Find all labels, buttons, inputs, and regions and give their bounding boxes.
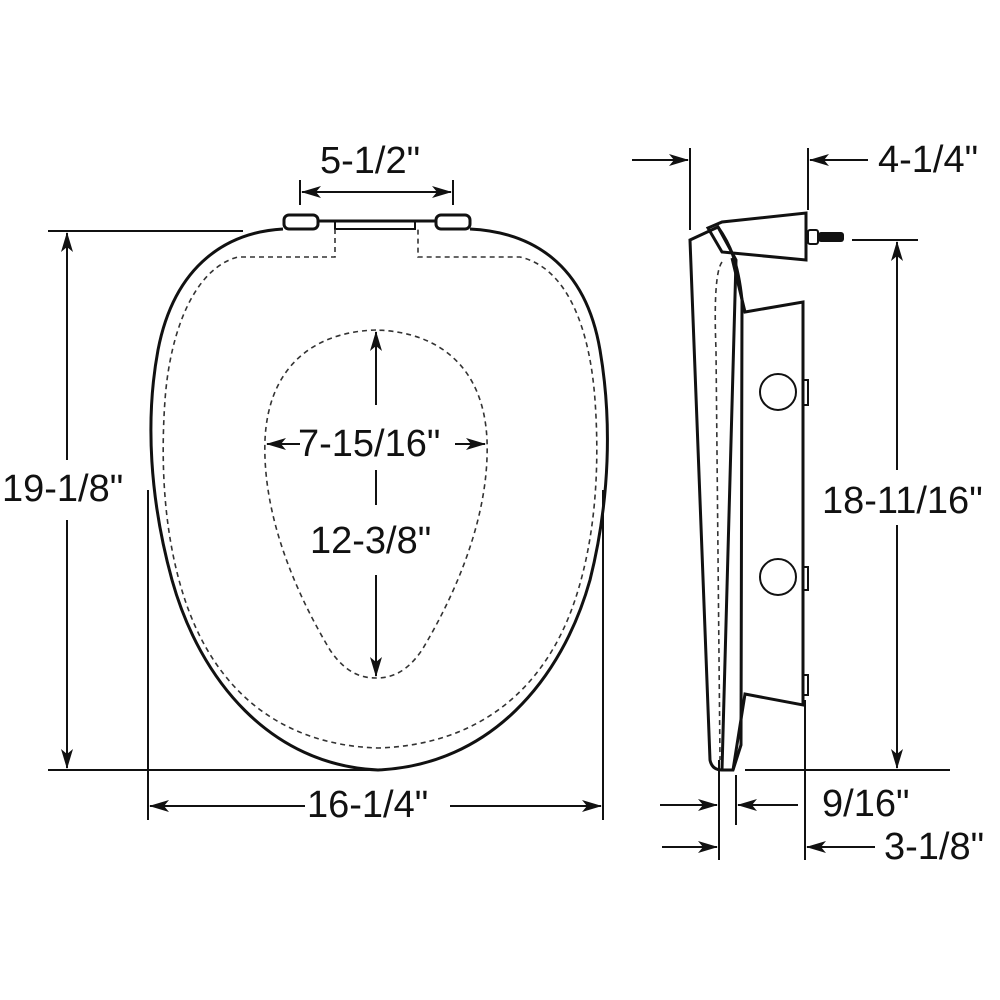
top-view xyxy=(48,180,609,820)
hinge-bar xyxy=(334,220,416,230)
seat-thickness-label: 9/16" xyxy=(822,783,910,825)
overall-height-label: 3-1/8" xyxy=(884,826,985,868)
hinge-spacing-label: 5-1/2" xyxy=(320,140,421,182)
opening-width-label: 7-15/16" xyxy=(298,423,441,465)
mounting-bolt xyxy=(807,229,819,245)
bumper-top xyxy=(759,373,797,411)
hinge-right xyxy=(434,213,472,231)
side-view xyxy=(632,148,950,860)
bowl-opening-outline xyxy=(264,329,488,679)
opening-length-label: 12-3/8" xyxy=(308,520,434,562)
lid-profile xyxy=(716,226,744,772)
seat-profile xyxy=(688,225,738,772)
hinge-left xyxy=(282,213,320,231)
hinge-depth-label: 4-1/4" xyxy=(878,139,979,181)
overall-length-label: 19-1/8" xyxy=(0,468,126,510)
seat-body xyxy=(730,257,805,771)
bumper-bottom xyxy=(759,558,797,596)
lid-inner-outline xyxy=(162,229,598,749)
hinge-block xyxy=(705,211,808,262)
bolt-to-front-label: 18-11/16" xyxy=(820,480,985,522)
seat-outline xyxy=(149,227,609,772)
overall-width-label: 16-1/4" xyxy=(305,784,431,826)
